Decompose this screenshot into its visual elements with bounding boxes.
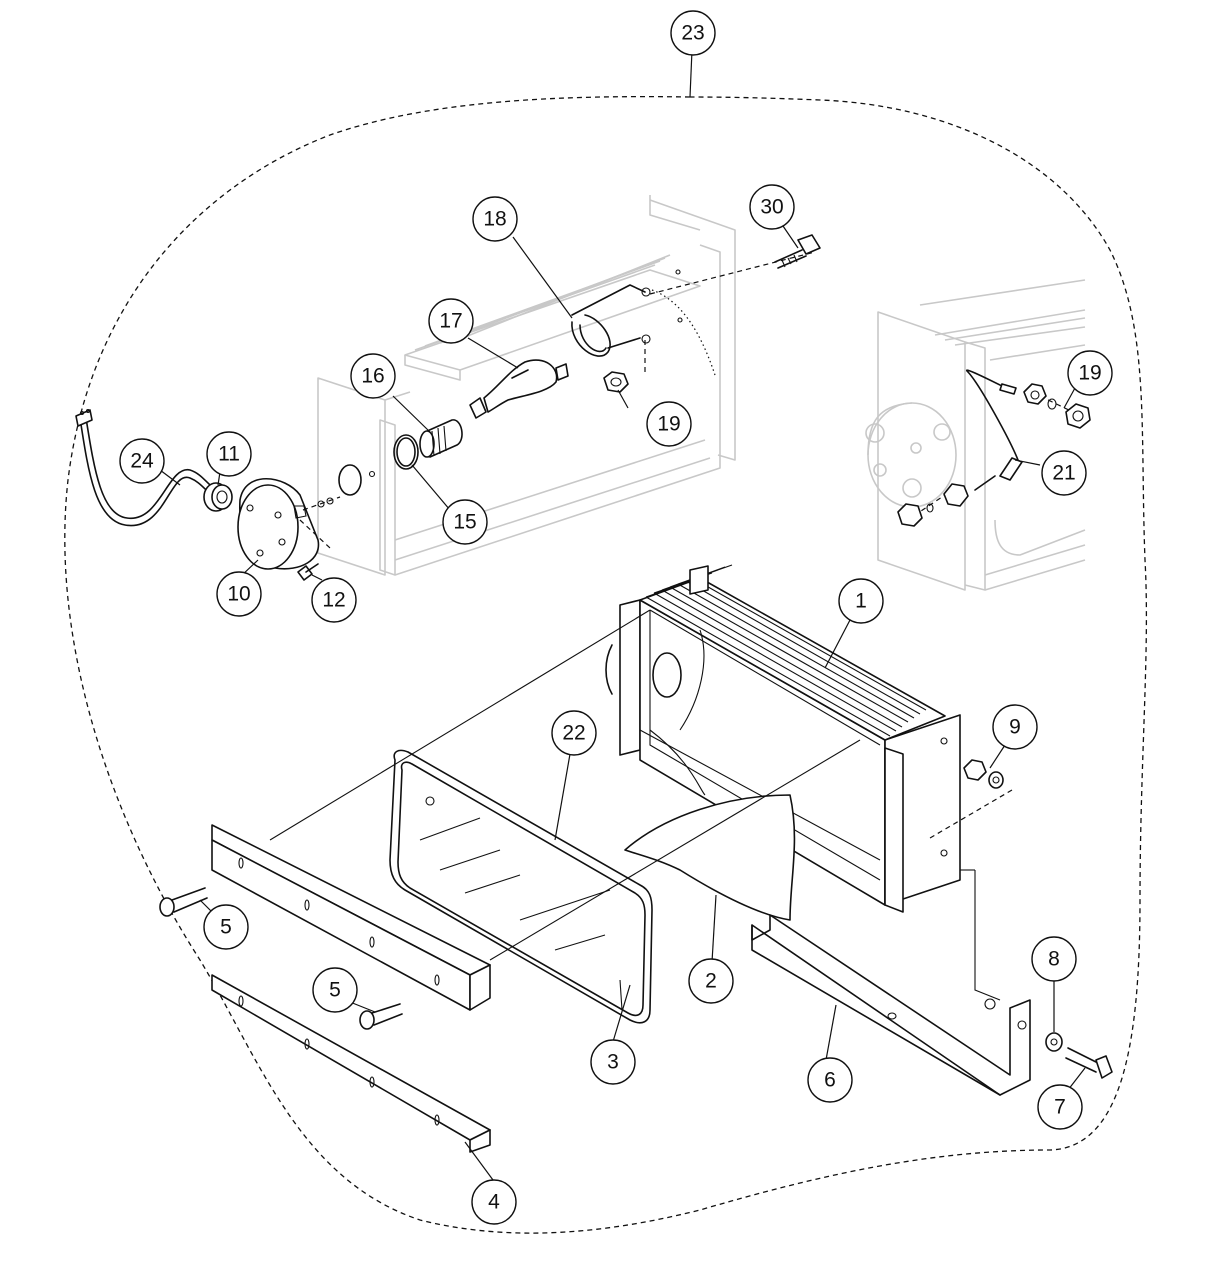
svg-text:9: 9 xyxy=(1009,716,1021,739)
callout-1: 1 xyxy=(838,578,884,624)
callout-30: 30 xyxy=(749,184,795,230)
bolt-7 xyxy=(1065,1047,1113,1079)
callout-23: 23 xyxy=(670,10,716,56)
callout-12: 12 xyxy=(311,577,357,623)
svg-text:30: 30 xyxy=(760,196,783,219)
washer-8 xyxy=(1045,1032,1063,1052)
svg-text:5: 5 xyxy=(329,979,341,1002)
electrode-17 xyxy=(469,359,569,419)
retainer-18 xyxy=(571,284,646,357)
nut-right-lower xyxy=(897,483,969,527)
heat-exchanger-1 xyxy=(605,564,961,913)
callout-24: 24 xyxy=(119,438,165,484)
callout-2: 2 xyxy=(688,958,734,1004)
callout-6: 6 xyxy=(807,1057,853,1103)
svg-text:24: 24 xyxy=(130,450,154,473)
callout-22: 22 xyxy=(551,710,597,756)
nut-19-right-a xyxy=(1023,383,1047,405)
nozzle-16 xyxy=(419,419,463,458)
callout-16: 16 xyxy=(350,353,396,399)
svg-text:3: 3 xyxy=(607,1051,619,1074)
callout-10: 10 xyxy=(216,571,262,617)
seal-gasket-22 xyxy=(389,749,653,1024)
svg-text:15: 15 xyxy=(453,511,476,534)
svg-text:10: 10 xyxy=(227,583,250,606)
svg-text:2: 2 xyxy=(705,970,717,993)
screw-5-mid xyxy=(359,1003,403,1030)
bolt-30 xyxy=(774,234,821,269)
ghost-exchanger-right xyxy=(865,279,1086,591)
svg-text:4: 4 xyxy=(488,1191,500,1214)
svg-text:12: 12 xyxy=(322,589,345,612)
bracket-upper xyxy=(211,824,491,1011)
callout-5-mid: 5 xyxy=(312,967,358,1013)
svg-text:21: 21 xyxy=(1052,462,1075,485)
nut-19-top xyxy=(603,371,629,393)
svg-text:6: 6 xyxy=(824,1069,836,1092)
nut-19-right-b xyxy=(1065,403,1091,429)
callout-9: 9 xyxy=(992,704,1038,750)
callout-5-left: 5 xyxy=(203,904,249,950)
cable-24 xyxy=(75,408,215,527)
svg-text:23: 23 xyxy=(681,22,704,45)
bolt-12 xyxy=(297,563,319,581)
callout-19-right: 19 xyxy=(1067,350,1113,396)
callout-11: 11 xyxy=(206,431,252,477)
svg-text:19: 19 xyxy=(1078,362,1101,385)
gasket-15 xyxy=(393,434,419,470)
nut-9 xyxy=(963,759,1004,789)
svg-text:8: 8 xyxy=(1048,948,1060,971)
svg-text:16: 16 xyxy=(361,365,384,388)
callout-21: 21 xyxy=(1041,450,1087,496)
callout-18: 18 xyxy=(472,196,518,242)
burner-cap-10 xyxy=(237,477,320,570)
callout-17: 17 xyxy=(428,298,474,344)
svg-text:18: 18 xyxy=(483,208,506,231)
svg-text:17: 17 xyxy=(439,310,462,333)
sensor-wire-21 xyxy=(965,369,1023,491)
baffle-2 xyxy=(624,729,796,921)
callout-3: 3 xyxy=(590,1039,636,1085)
callout-15: 15 xyxy=(442,499,488,545)
callout-7: 7 xyxy=(1037,1084,1083,1130)
callout-19-top: 19 xyxy=(646,401,692,447)
screw-5-left xyxy=(159,887,208,917)
grommet-11 xyxy=(203,482,233,512)
callout-8: 8 xyxy=(1031,936,1077,982)
leader-lines xyxy=(159,49,1086,1181)
callout-4: 4 xyxy=(471,1179,517,1225)
bracket-6 xyxy=(751,869,1031,1096)
svg-text:11: 11 xyxy=(218,443,240,466)
svg-text:7: 7 xyxy=(1054,1096,1066,1119)
bracket-4 xyxy=(211,974,491,1153)
ghost-exchanger-top xyxy=(317,195,736,576)
svg-text:19: 19 xyxy=(657,413,680,436)
svg-text:5: 5 xyxy=(220,916,232,939)
svg-text:22: 22 xyxy=(562,722,585,745)
svg-text:1: 1 xyxy=(855,590,867,613)
